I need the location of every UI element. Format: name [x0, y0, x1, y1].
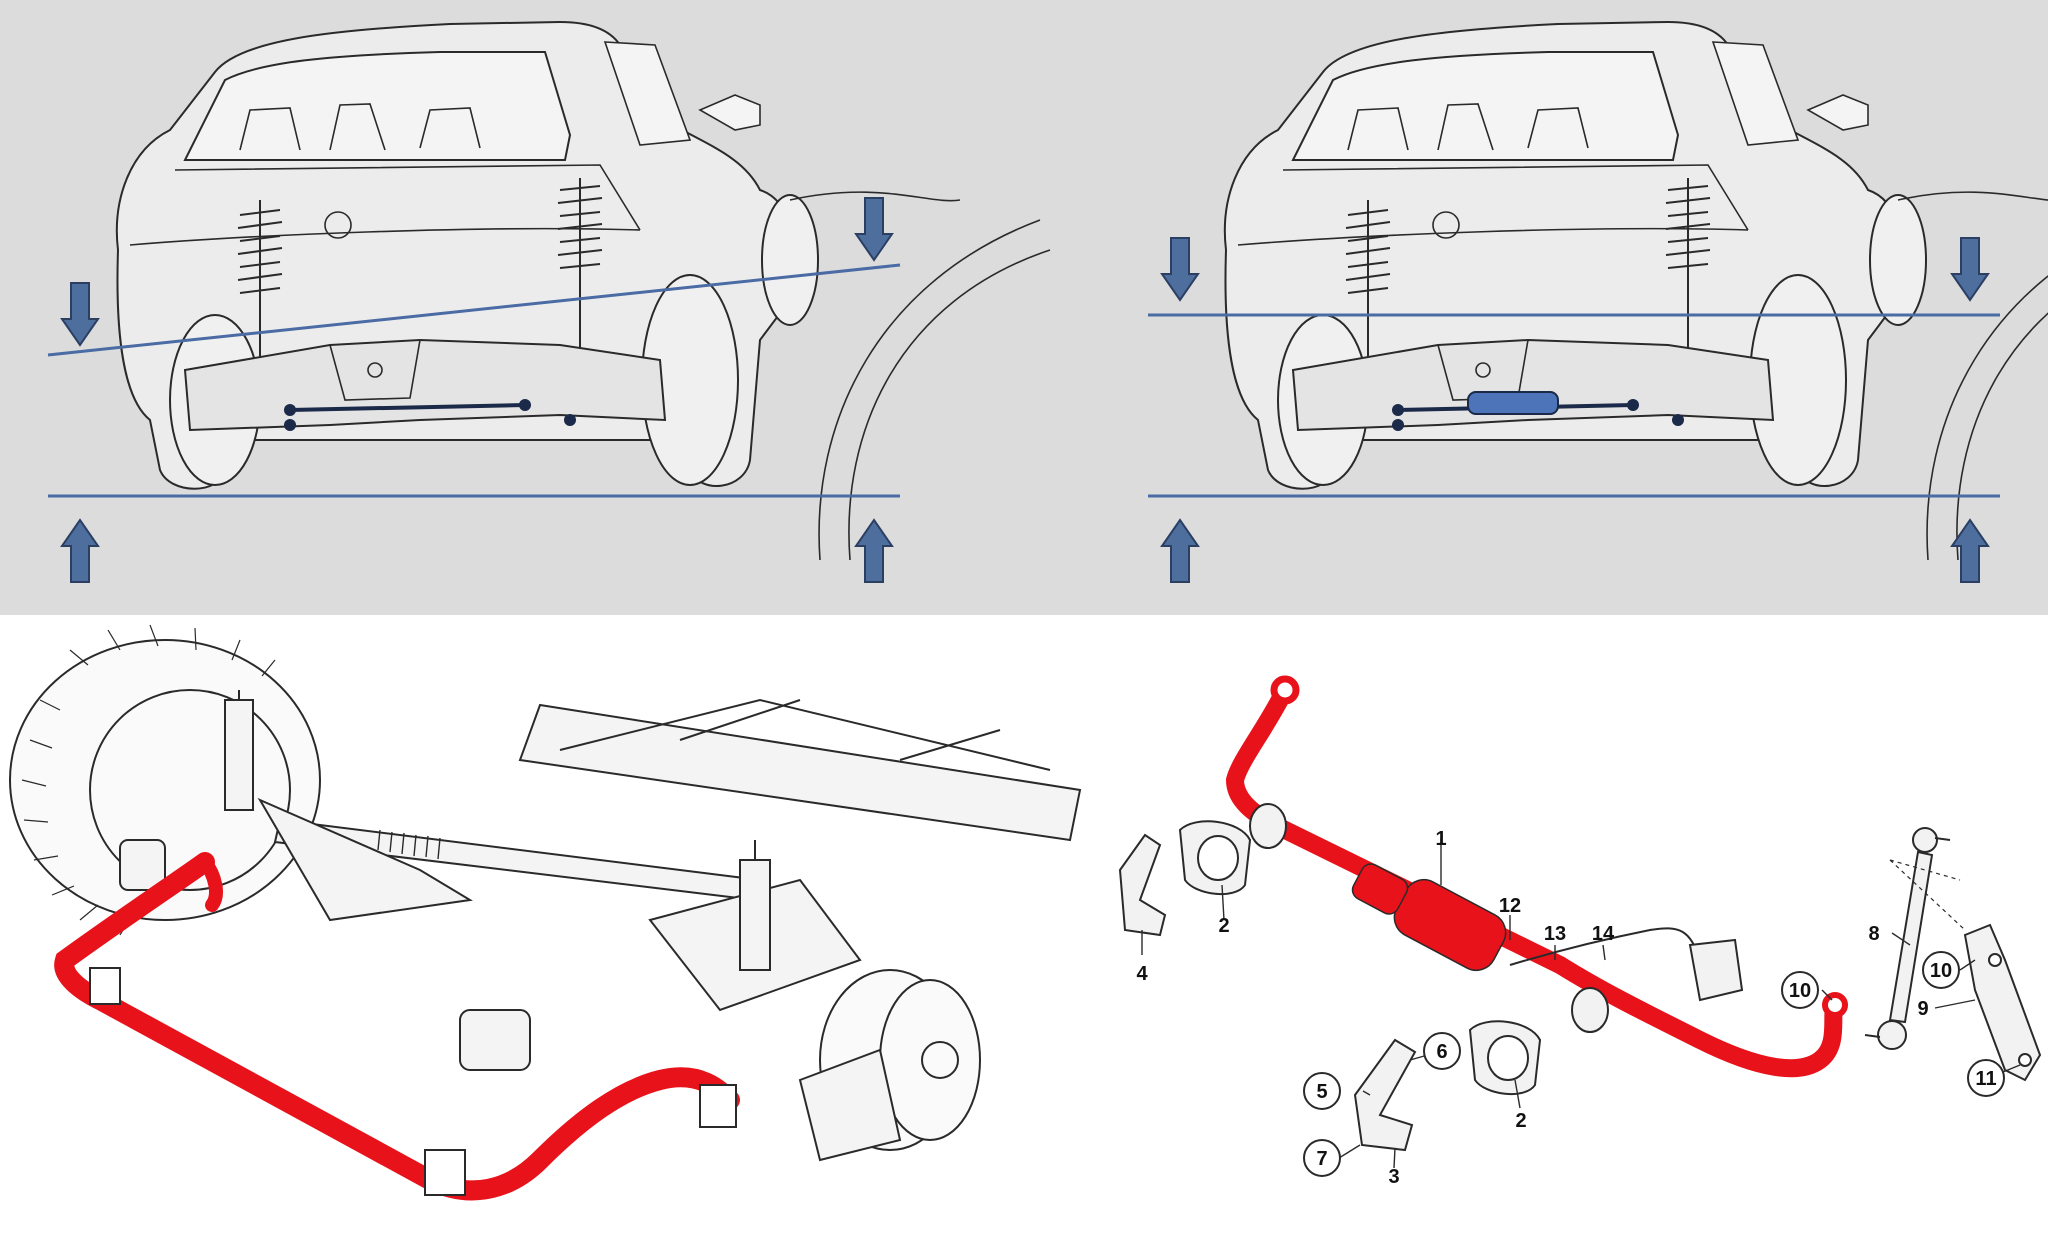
- callout-14: 14: [1592, 923, 1615, 945]
- callout-5: 5: [1316, 1081, 1327, 1103]
- callout-10-left: 10: [1789, 980, 1811, 1002]
- stabilizer-mount-bracket: [89, 967, 121, 1005]
- callout-1: 1: [1435, 828, 1446, 850]
- stabilizer-bar-end: [198, 855, 223, 912]
- callout-3: 3: [1388, 1166, 1399, 1188]
- callout-7: 7: [1316, 1148, 1327, 1170]
- callout-2-lower: 2: [1515, 1110, 1526, 1132]
- active-stabilizer-bar: [1225, 681, 1844, 1078]
- bottom-panel-background: [0, 615, 2048, 1237]
- callout-9: 9: [1917, 998, 1928, 1020]
- bar-bushing: [1571, 987, 1609, 1033]
- support-plate: [1963, 923, 2042, 1082]
- mount-bracket-part: [1118, 833, 1167, 937]
- actuator-coupling: [1351, 863, 1409, 915]
- stabilizer-bar-assembly: [54, 852, 740, 1201]
- connector-plug: [1688, 938, 1744, 1002]
- car-level-illustration: [1222, 20, 2048, 562]
- stabilizer-link-block: [699, 1084, 737, 1128]
- bushing-part: [1468, 1020, 1542, 1096]
- roll-guide-line-tilted: [47, 263, 901, 357]
- bushing-part: [1178, 820, 1252, 896]
- callout-11: 11: [1975, 1068, 1996, 1090]
- sensor-cable: [1509, 927, 1701, 966]
- active-actuator-highlight: [1467, 391, 1559, 415]
- suspension-assembly-illustration: [9, 624, 1082, 1162]
- dashed-guide: [1889, 859, 1966, 931]
- mount-bracket-part: [1353, 1038, 1417, 1152]
- callout-12: 12: [1499, 895, 1521, 917]
- callout-8: 8: [1868, 923, 1879, 945]
- bar-bushing: [1249, 803, 1287, 849]
- stabilizer-link-rod: [1864, 827, 1951, 1050]
- callout-circle-icon: [1303, 951, 2005, 1177]
- exploded-view-illustration: [1118, 675, 2042, 1152]
- stabilizer-mount-bracket: [424, 1149, 466, 1196]
- callout-2: 2: [1218, 915, 1229, 937]
- callout-10-right: 10: [1930, 960, 1952, 982]
- callout-13: 13: [1544, 923, 1566, 945]
- callout-6: 6: [1436, 1041, 1447, 1063]
- callout-4: 4: [1136, 963, 1148, 985]
